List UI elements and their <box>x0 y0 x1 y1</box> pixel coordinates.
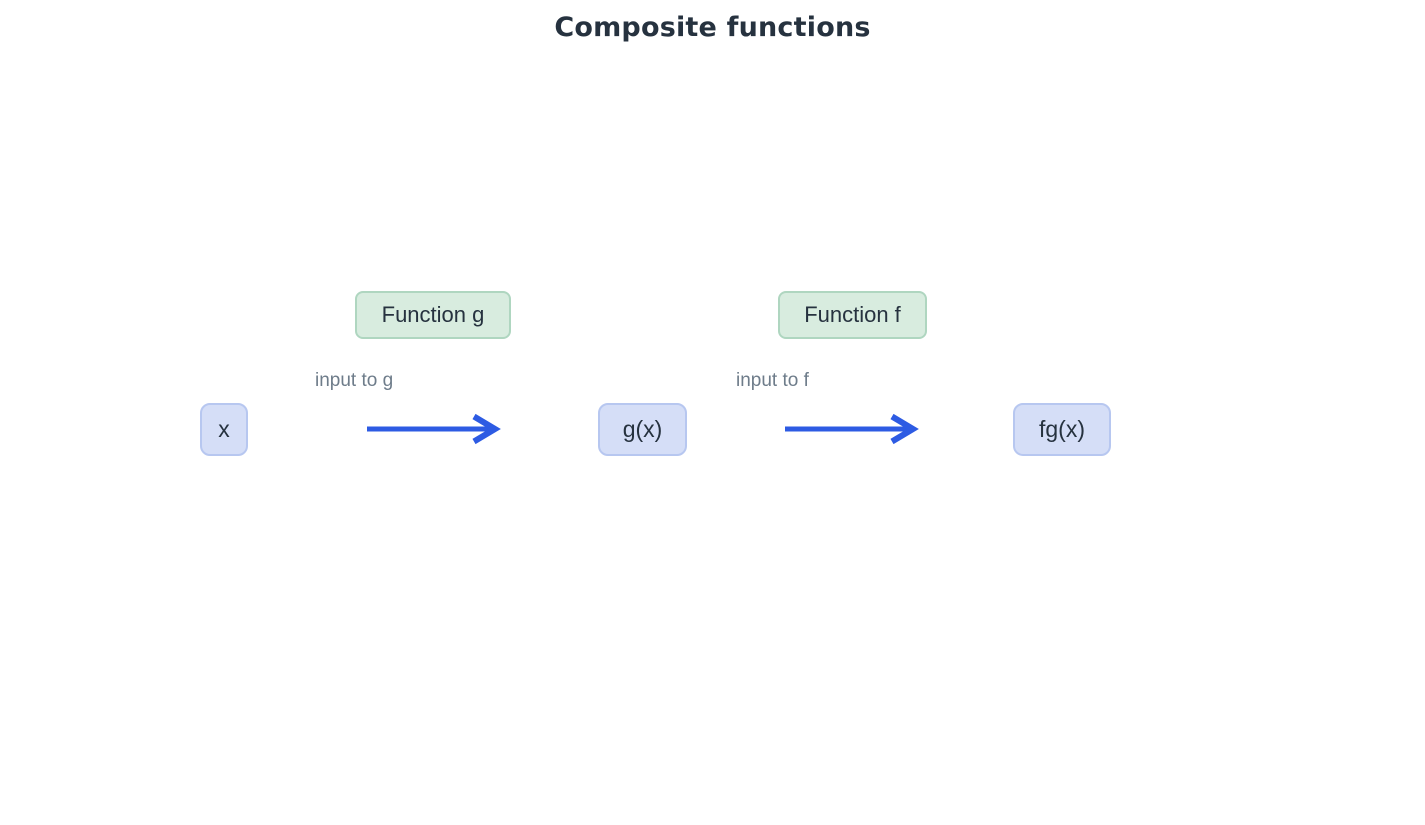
fgx-box: fg(x) <box>1013 403 1111 456</box>
page-title: Composite functions <box>554 12 871 43</box>
function-g-box: Function g <box>355 291 511 339</box>
function-g-label: Function g <box>381 302 485 327</box>
input-x-box: x <box>200 403 248 456</box>
fgx-label: fg(x) <box>1039 416 1085 442</box>
function-f-label: Function f <box>804 302 901 327</box>
input-to-f-label: input to f <box>736 370 809 391</box>
input-x-label: x <box>218 416 230 442</box>
gx-label: g(x) <box>622 416 663 442</box>
arrow-right-icon-input-to-g <box>367 413 501 445</box>
function-f-box: Function f <box>778 291 927 339</box>
arrow-right-icon-input-to-f <box>785 413 919 445</box>
gx-box: g(x) <box>598 403 687 456</box>
input-to-g-label: input to g <box>315 370 394 391</box>
